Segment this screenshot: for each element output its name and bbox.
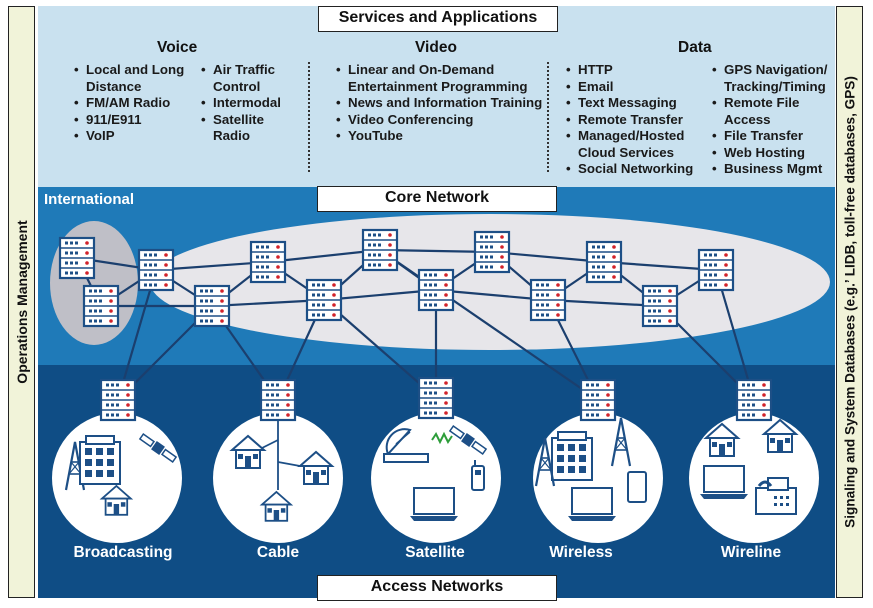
building-icon	[551, 431, 593, 481]
radio-handset-icon	[471, 460, 485, 491]
server-node-icon	[259, 378, 297, 422]
voice-item: FM/AM Radio	[72, 95, 200, 112]
server-node-icon	[641, 284, 679, 328]
fax-phone-icon	[755, 477, 797, 515]
data-item: Email	[564, 79, 704, 96]
server-node-icon	[137, 248, 175, 292]
network-link	[116, 269, 158, 401]
laptop-icon	[700, 465, 748, 499]
access-networks-title: Access Networks	[317, 575, 557, 601]
house-icon	[99, 484, 134, 516]
voice-item: Satellite Radio	[199, 112, 299, 145]
data-item: HTTP	[564, 62, 704, 79]
cell-tower-icon	[534, 437, 556, 487]
video-data-divider	[547, 62, 549, 172]
voice-item: VoIP	[72, 128, 200, 145]
network-link	[603, 260, 717, 272]
server-node-icon	[82, 284, 120, 328]
tablet-icon	[627, 471, 647, 503]
data-item: Web Hosting	[710, 145, 834, 162]
data-item: Text Messaging	[564, 95, 704, 112]
network-link	[155, 260, 269, 272]
network-link	[714, 269, 756, 401]
server-node-icon	[697, 248, 735, 292]
server-node-icon	[473, 230, 511, 274]
signaling-databases-sidebar: Signaling and System Databases (e.g.’ LI…	[836, 6, 863, 598]
network-link	[267, 248, 381, 264]
satellite-icon	[138, 433, 178, 463]
server-node-icon	[417, 376, 455, 420]
cable-line	[261, 439, 279, 449]
server-node-icon	[361, 228, 399, 272]
server-node-icon	[249, 240, 287, 284]
signal-wave-icon	[431, 431, 453, 445]
data-item: Managed/Hosted Cloud Services	[564, 128, 704, 161]
voice-video-divider	[308, 62, 310, 172]
house-icon	[761, 418, 799, 453]
category-broadcasting: Broadcasting	[73, 544, 173, 561]
category-cable: Cable	[256, 544, 300, 561]
data-item: Social Networking	[564, 161, 704, 178]
data-item: Remote File Access	[710, 95, 834, 128]
voice-item: Air Traffic Control	[199, 62, 299, 95]
video-item: YouTube	[334, 128, 544, 145]
data-list-1: HTTPEmailText MessagingRemote TransferMa…	[564, 62, 704, 178]
voice-item: Local and Long Distance	[72, 62, 200, 95]
server-node-icon	[58, 236, 96, 280]
house-icon	[297, 450, 335, 485]
video-item: Linear and On-Demand Entertainment Progr…	[334, 62, 544, 95]
data-item: File Transfer	[710, 128, 834, 145]
data-item: GPS Navigation/ Tracking/Timing	[710, 62, 834, 95]
cable-line	[277, 461, 301, 467]
video-item: News and Information Training	[334, 95, 544, 112]
data-list-2: GPS Navigation/ Tracking/TimingRemote Fi…	[710, 62, 834, 178]
satellite-icon	[448, 425, 488, 455]
house-icon	[229, 434, 267, 469]
category-wireline: Wireline	[720, 544, 782, 561]
voice-title: Voice	[157, 39, 198, 56]
network-link	[491, 250, 605, 264]
video-title: Video	[415, 39, 457, 56]
data-item: Business Mgmt	[710, 161, 834, 178]
voice-list-1: Local and Long DistanceFM/AM Radio911/E9…	[72, 62, 200, 145]
services-title: Services and Applications	[318, 6, 558, 32]
network-link	[323, 299, 437, 399]
server-node-icon	[585, 240, 623, 284]
server-node-icon	[579, 378, 617, 422]
server-node-icon	[305, 278, 343, 322]
international-label: International	[44, 191, 135, 208]
network-link	[435, 288, 549, 302]
satellite-dish-icon	[383, 428, 429, 463]
network-link	[547, 298, 661, 308]
core-network-title: Core Network	[317, 186, 557, 212]
server-node-icon	[735, 378, 773, 422]
data-title: Data	[678, 39, 712, 56]
network-link	[211, 298, 325, 308]
building-icon	[79, 435, 121, 485]
operations-management-sidebar: Operations Management	[8, 6, 35, 598]
category-wireless: Wireless	[549, 544, 613, 561]
laptop-icon	[568, 487, 616, 521]
network-link	[323, 288, 437, 302]
house-icon	[703, 422, 741, 457]
network-link	[379, 248, 493, 254]
server-node-icon	[417, 268, 455, 312]
voice-item: Intermodal	[199, 95, 299, 112]
network-link	[379, 249, 599, 401]
voice-item: 911/E911	[72, 112, 200, 129]
video-list: Linear and On-Demand Entertainment Progr…	[334, 62, 544, 145]
video-item: Video Conferencing	[334, 112, 544, 129]
server-node-icon	[99, 378, 137, 422]
radio-tower-icon	[610, 417, 632, 467]
house-icon	[259, 490, 294, 522]
server-node-icon	[529, 278, 567, 322]
server-node-icon	[193, 284, 231, 328]
voice-list-2: Air Traffic ControlIntermodalSatellite R…	[199, 62, 299, 145]
laptop-icon	[410, 487, 458, 521]
data-item: Remote Transfer	[564, 112, 704, 129]
category-satellite: Satellite	[405, 544, 465, 561]
